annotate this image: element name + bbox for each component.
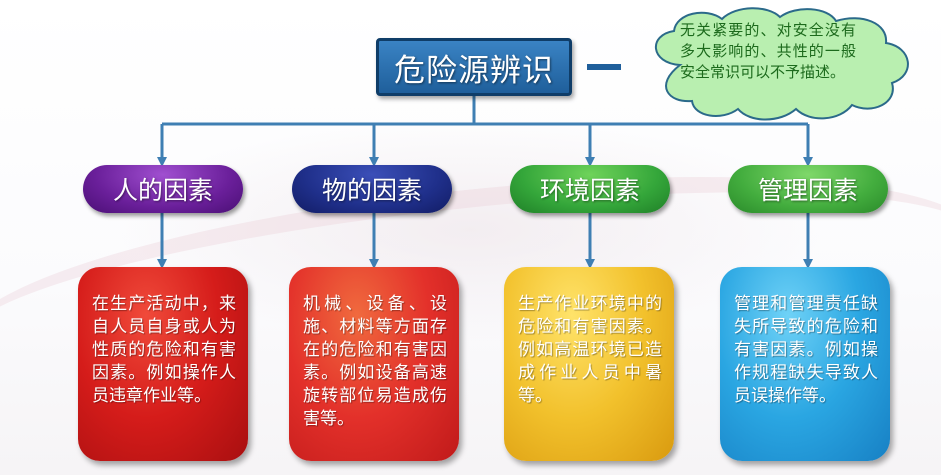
title-text: 危险源辨识	[394, 52, 554, 89]
factor-label: 管理因素	[757, 176, 858, 205]
card-text: 在生产活动中，来自人员自身或人为性质的危险和有害因素。例如操作人员违章作业等。	[92, 294, 236, 406]
card-human: 在生产活动中，来自人员自身或人为性质的危险和有害因素。例如操作人员违章作业等。	[78, 267, 248, 461]
factor-material: 物的因素	[292, 165, 452, 213]
factor-environment: 环境因素	[510, 165, 670, 213]
factor-label: 环境因素	[539, 176, 640, 205]
title-connector-dash	[587, 64, 621, 70]
card-text: 机械、设备、设施、材料等方面存在的危险和有害因素。例如设备高速旋转部位易造成伤害…	[303, 294, 447, 429]
factor-label: 人的因素	[112, 176, 213, 205]
factor-human: 人的因素	[83, 165, 243, 213]
card-text: 生产作业环境中的危险和有害因素。例如高温环境已造成作业人员中暑等。	[518, 294, 662, 406]
card-management: 管理和管理责任缺失所导致的危险和有害因素。例如操作规程缺失导致人员误操作等。	[720, 267, 890, 461]
card-environment: 生产作业环境中的危险和有害因素。例如高温环境已造成作业人员中暑等。	[504, 267, 674, 461]
card-text: 管理和管理责任缺失所导致的危险和有害因素。例如操作规程缺失导致人员误操作等。	[734, 294, 878, 406]
factor-label: 物的因素	[321, 176, 422, 205]
note-text: 无关紧要的、对安全没有多大影响的、共性的一般安全常识可以不予描述。	[680, 21, 856, 81]
factor-management: 管理因素	[728, 165, 888, 213]
card-material: 机械、设备、设施、材料等方面存在的危险和有害因素。例如设备高速旋转部位易造成伤害…	[289, 267, 459, 461]
title-box: 危险源辨识	[376, 38, 572, 96]
note-cloud	[655, 7, 909, 121]
